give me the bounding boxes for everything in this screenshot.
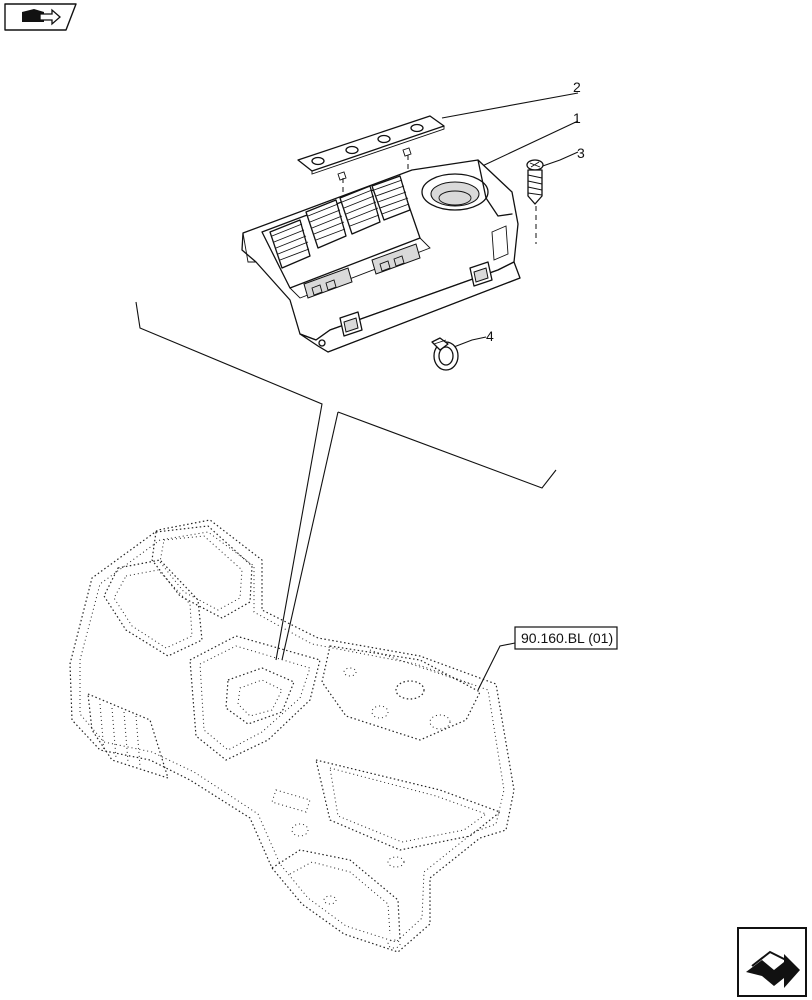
detail-zoom-lines bbox=[135, 301, 557, 661]
switch-plate-part-2 bbox=[297, 115, 445, 181]
callout-2: 2 bbox=[573, 79, 581, 95]
callout-4: 4 bbox=[486, 328, 494, 344]
reference-callout[interactable]: 90.160.BL (01) bbox=[477, 626, 618, 691]
callout-3: 3 bbox=[577, 145, 585, 161]
callout-1: 1 bbox=[573, 110, 581, 126]
next-page-arrow-icon[interactable] bbox=[737, 927, 807, 997]
screw-part-3 bbox=[526, 159, 544, 205]
cable-clip-part-4 bbox=[431, 337, 459, 371]
reference-label: 90.160.BL (01) bbox=[521, 630, 613, 646]
console-housing-part-1 bbox=[241, 159, 521, 353]
book-arrow-icon[interactable] bbox=[4, 3, 77, 31]
cab-console-ghost bbox=[69, 519, 515, 953]
